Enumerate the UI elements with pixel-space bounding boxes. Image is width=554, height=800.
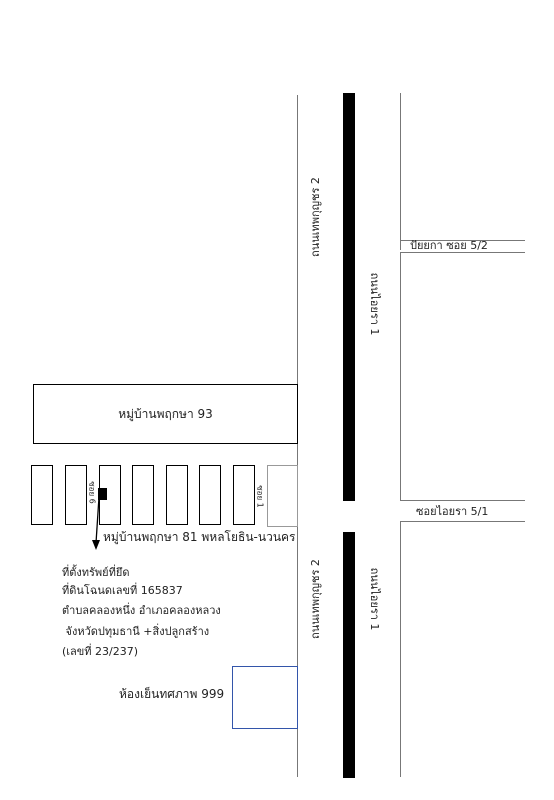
property-marker [98, 488, 107, 500]
main-road-edge-lower [297, 527, 298, 777]
property-info-line-1: ที่ตั้งทรัพย์ที่ยึด [62, 566, 130, 579]
soi-lower-line-top [400, 500, 525, 501]
main-road-edge-upper [297, 95, 298, 465]
main-road-label-lower: ถนนเทพกุญชร 2 [309, 559, 322, 639]
soi-upper-line-top [400, 240, 525, 241]
village-93-label: หมู่บ้านพฤกษา 93 [118, 407, 213, 421]
lot-2 [65, 465, 87, 525]
cold-storage-label: ห้องเย็นทศภาพ 999 [119, 687, 225, 701]
lane-right-label: ซอย 1 [255, 485, 265, 508]
property-arrow [92, 496, 100, 550]
lot-7 [233, 465, 255, 525]
lot-5 [166, 465, 188, 525]
property-info-line-5: (เลขที่ 23/237) [62, 645, 139, 658]
soi-lower-line-bottom [400, 521, 525, 522]
soi-upper-label: ปัยยกา ซอย 5/2 [410, 239, 488, 252]
lot-1 [31, 465, 53, 525]
cold-storage-block [232, 666, 298, 729]
soi-upper-line-bottom [400, 252, 525, 253]
lot-4 [132, 465, 154, 525]
main-road-lower [343, 532, 355, 778]
property-info-line-3: ตำบลคลองหนึ่ง อำเภอคลองหลวง [62, 604, 221, 617]
soi-lower-label: ซอยไอยรา 5/1 [416, 505, 489, 518]
main-road-label-upper: ถนนเทพกุญชร 2 [309, 177, 322, 257]
main-road-upper [343, 93, 355, 501]
side-road-label-lower: ถนนไอยรา 1 [368, 567, 381, 631]
lot-corner [267, 465, 298, 527]
side-road-edge-middle [400, 252, 401, 500]
property-info-line-4: จังหวัดปทุมธานี +สิ่งปลูกสร้าง [62, 625, 210, 638]
side-road-label-upper: ถนนไอยรา 1 [368, 272, 381, 336]
side-road-edge-bottom [400, 521, 401, 777]
village-93-block: หมู่บ้านพฤกษา 93 [33, 384, 298, 444]
village-81-label: หมู่บ้านพฤกษา 81 พหลโยธิน-นวนคร [103, 530, 296, 544]
property-info-line-2: ที่ดินโฉนดเลขที่ 165837 [62, 584, 183, 597]
lot-6 [199, 465, 221, 525]
side-road-edge-top [400, 93, 401, 250]
